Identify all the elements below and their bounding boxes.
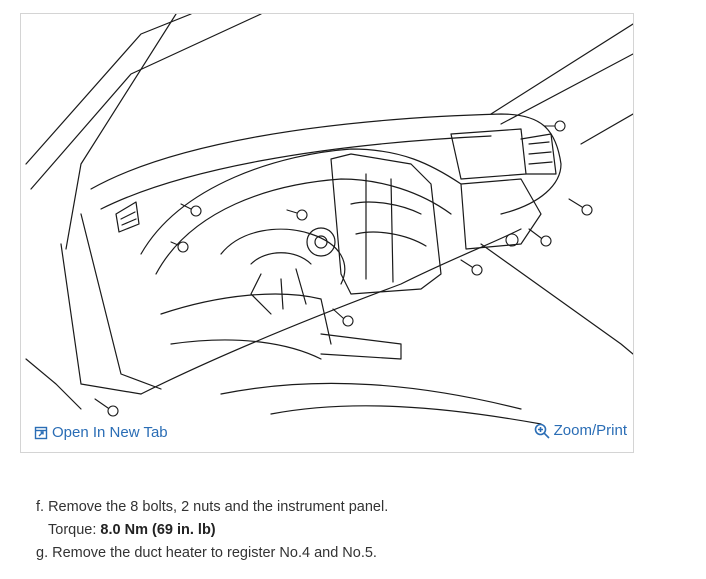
open-in-new-tab-link[interactable]: Open In New Tab [34,424,168,441]
zoom-print-link[interactable]: Zoom/Print [534,422,627,439]
torque-spec: Torque: 8.0 Nm (69 in. lb) [36,519,686,542]
zoom-print-label: Zoom/Print [553,422,627,439]
figure-toolbar: Open In New Tab Zoom/Print [21,420,633,452]
instrument-panel-diagram [21,14,633,424]
torque-label: Torque: [48,522,97,538]
step-g: g. Remove the duct heater to register No… [36,545,377,561]
open-in-new-tab-label: Open In New Tab [52,424,168,441]
figure-container: Open In New Tab Zoom/Print [20,13,634,453]
magnifier-icon [534,423,550,439]
instruction-steps: f. Remove the 8 bolts, 2 nuts and the in… [36,496,686,565]
step-f: f. Remove the 8 bolts, 2 nuts and the in… [36,499,389,515]
external-tab-icon [34,426,48,439]
torque-value: 8.0 Nm (69 in. lb) [100,522,216,538]
